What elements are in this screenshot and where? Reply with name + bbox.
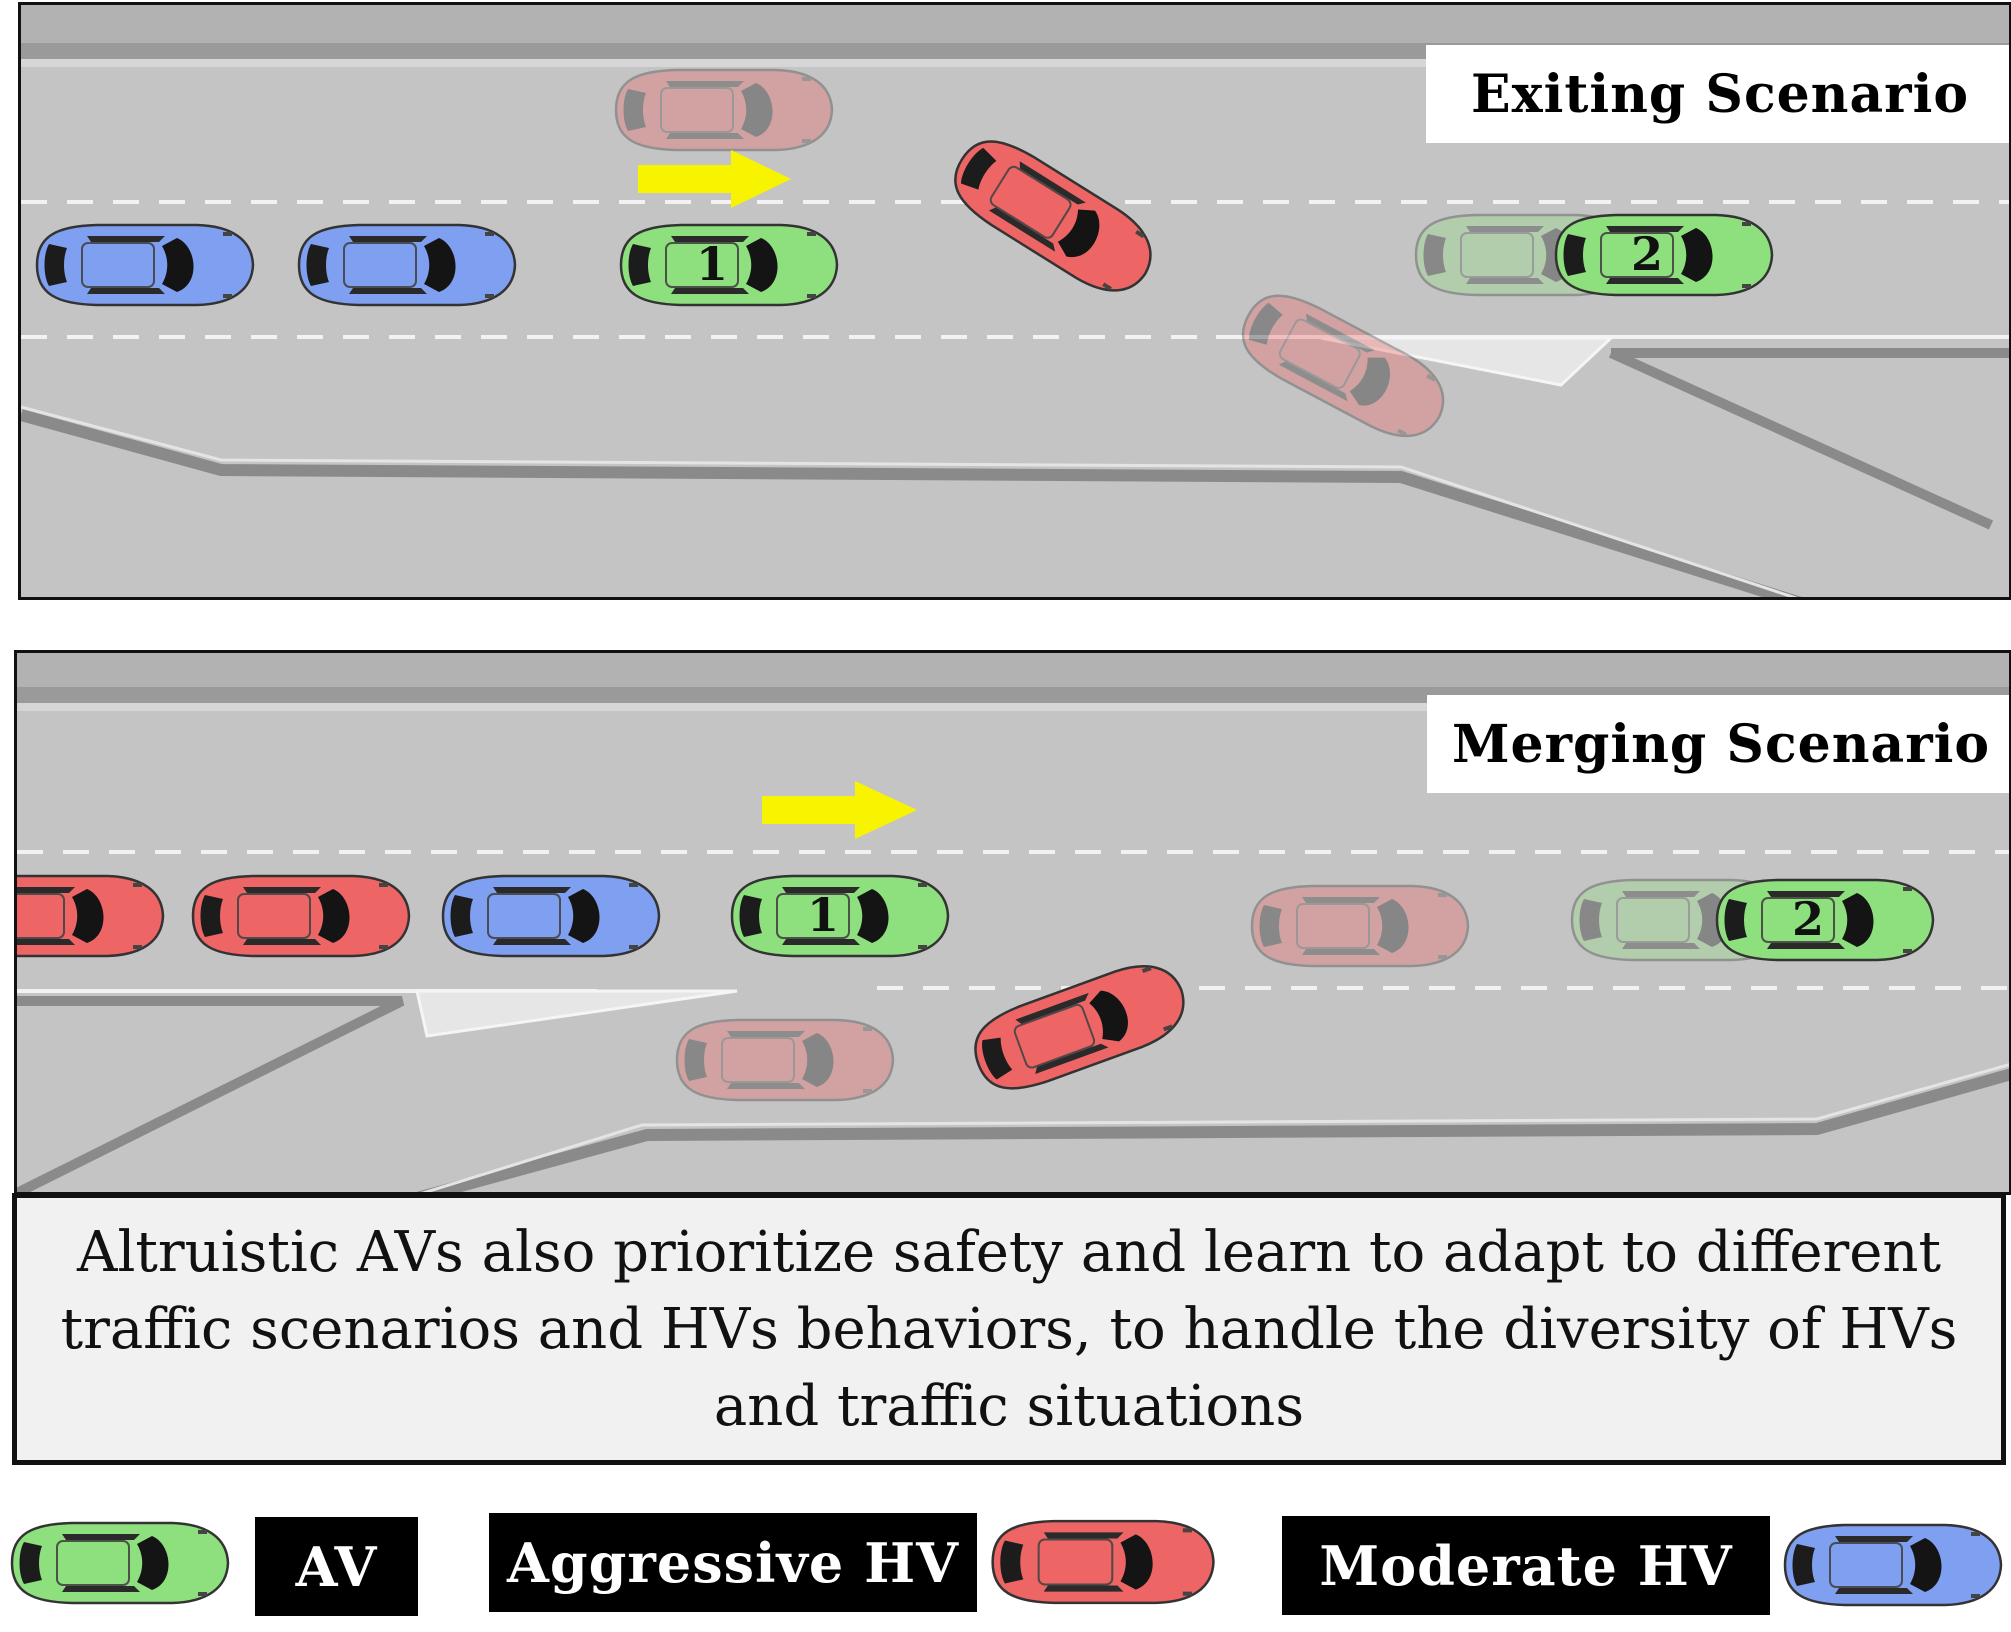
av-1-number: 1	[806, 888, 839, 942]
av-2-number: 2	[1791, 892, 1824, 946]
merging-scenario-label: Merging Scenario	[1427, 695, 2009, 793]
legend-aggressive-car	[991, 1519, 1215, 1605]
merge-ramp-edge	[17, 996, 405, 1192]
aggressive-hv-ghost	[614, 68, 834, 152]
caption-box: Altruistic AVs also prioritize safety an…	[12, 1193, 2006, 1465]
merge-gore-hatch	[415, 989, 738, 1038]
av-2-number: 2	[1630, 227, 1663, 281]
legend-moderate-car	[1783, 1523, 2003, 1607]
legend-moderate-label: Moderate HV	[1282, 1516, 1770, 1615]
moderate-hv-2	[297, 223, 517, 307]
aggressive-hv-ramp-ghost	[675, 1018, 895, 1102]
legend-aggressive-label: Aggressive HV	[489, 1513, 977, 1612]
ramp-edge-inner	[1608, 348, 1994, 530]
aggressive-hv-2	[191, 874, 411, 958]
exiting-scenario-label: Exiting Scenario	[1426, 45, 2009, 143]
merging-scenario-panel: 1 2 Merging Scenario	[14, 650, 2011, 1195]
caption-text: Altruistic AVs also prioritize safety an…	[60, 1219, 1958, 1439]
exiting-scenario-panel: 1 2 Exiting Scenario	[18, 2, 2011, 600]
moderate-hv-1	[35, 223, 255, 307]
exiting-arrow	[638, 150, 791, 208]
aggressive-hv-1	[17, 874, 165, 958]
aggressive-hv-ghost	[1250, 884, 1470, 968]
av-1-number: 1	[695, 237, 728, 291]
legend-av-label: AV	[255, 1517, 418, 1616]
road-boundary-lower	[416, 1068, 2009, 1192]
road-boundary-lower-white	[421, 1063, 2009, 1192]
road-boundary-lower-white	[21, 405, 1798, 597]
merging-arrow	[762, 781, 917, 839]
legend-av-car	[10, 1521, 230, 1605]
moderate-hv-1	[441, 874, 661, 958]
road-boundary-lower	[21, 409, 1802, 597]
